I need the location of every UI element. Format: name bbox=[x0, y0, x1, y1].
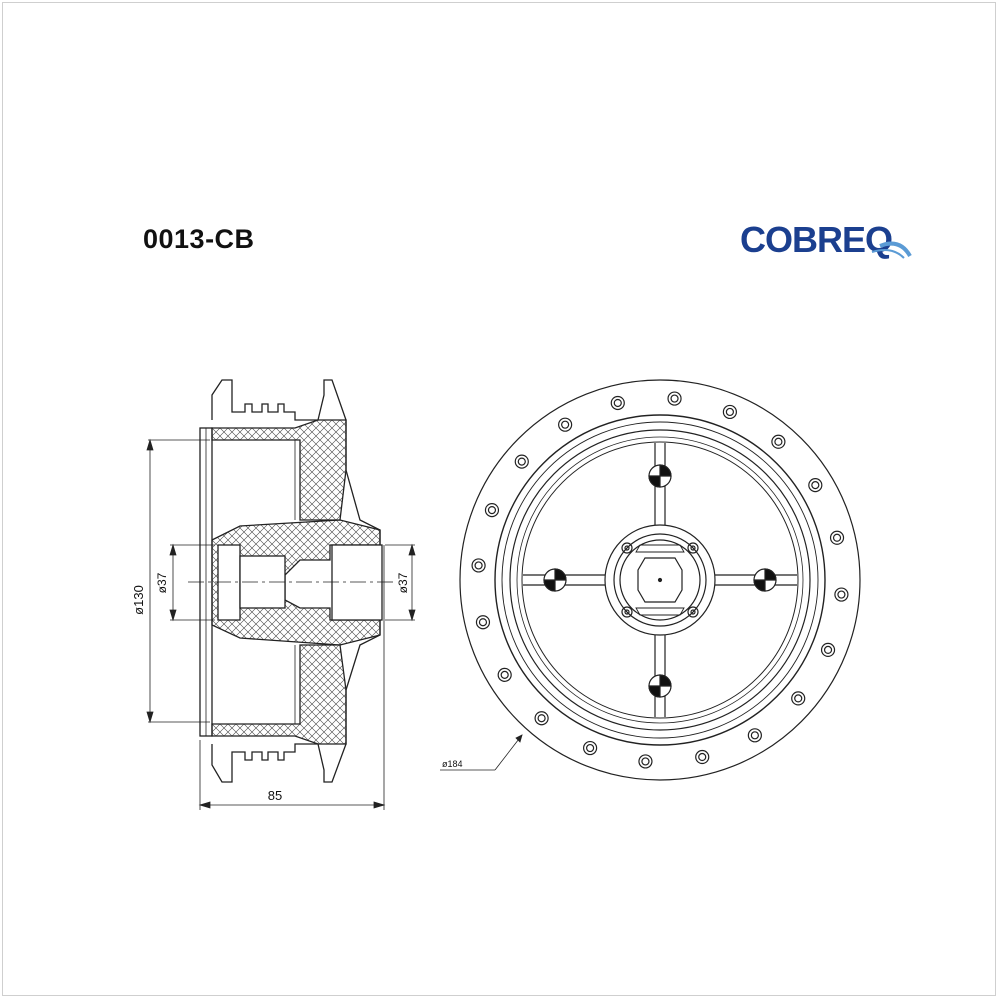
bolt-hole bbox=[583, 740, 598, 756]
center-marks bbox=[543, 464, 777, 698]
dim-bolt-circle: ø184 bbox=[442, 759, 463, 769]
bolt-hole-inner bbox=[613, 398, 622, 408]
bolt-hole-inner bbox=[774, 437, 783, 446]
bolt-hole bbox=[829, 530, 845, 545]
bolt-hole bbox=[834, 587, 849, 602]
bolt-hole-inner bbox=[750, 731, 759, 740]
bolt-hole-inner bbox=[670, 394, 679, 403]
brand-logo: COBREQ bbox=[740, 219, 893, 260]
dimension-lines bbox=[146, 438, 523, 810]
bolt-hole bbox=[471, 558, 486, 573]
bolt-hole-inner bbox=[561, 420, 570, 429]
dim-width: 85 bbox=[268, 788, 282, 803]
bolt-hole-inner bbox=[487, 506, 497, 515]
bolt-hole bbox=[820, 642, 836, 657]
hub-hex-bore bbox=[637, 557, 683, 603]
logo-swoosh-icon bbox=[871, 241, 912, 259]
bolt-hole-inner bbox=[517, 457, 526, 466]
part-code-label: 0013-CB bbox=[143, 224, 255, 254]
right-bearing-bore bbox=[331, 544, 383, 621]
bolt-hole-inner bbox=[698, 752, 707, 762]
lower-profile bbox=[211, 620, 381, 783]
flange-bolt-holes bbox=[471, 391, 849, 769]
section-view bbox=[188, 379, 395, 783]
bolt-hole-inner bbox=[537, 714, 546, 723]
bolt-hole bbox=[534, 711, 549, 726]
bolt-hole bbox=[667, 391, 682, 406]
bolt-hole bbox=[497, 667, 512, 682]
lower-rim-section bbox=[211, 644, 347, 745]
dim-bore-right: ø37 bbox=[396, 572, 410, 593]
bolt-hole-inner bbox=[811, 481, 820, 490]
bolt-hole bbox=[722, 404, 737, 420]
bolt-hole-inner bbox=[478, 618, 488, 627]
bolt-hole bbox=[484, 503, 500, 518]
bolt-hole bbox=[771, 434, 786, 449]
bolt-hole bbox=[791, 691, 806, 706]
bolt-hole-inner bbox=[832, 533, 842, 542]
bolt-hole bbox=[558, 417, 573, 432]
upper-rim-section bbox=[211, 419, 347, 521]
bolt-hole bbox=[475, 615, 491, 630]
left-bearing-bore bbox=[217, 544, 241, 621]
bolt-hole bbox=[638, 754, 653, 769]
front-view bbox=[459, 379, 861, 781]
dim-bore-left: ø37 bbox=[155, 572, 169, 593]
bolt-hole bbox=[610, 395, 625, 411]
bolt-hole-inner bbox=[725, 407, 734, 417]
bolt-hole-inner bbox=[586, 743, 595, 753]
bolt-hole bbox=[514, 454, 529, 469]
bolt-hole-inner bbox=[474, 561, 483, 570]
outer-flange-circle bbox=[459, 379, 861, 781]
bolt-hole bbox=[808, 478, 823, 493]
bolt-hole-inner bbox=[794, 694, 803, 703]
bolt-hole-inner bbox=[823, 645, 833, 654]
bolt-hole-inner bbox=[641, 757, 650, 766]
bolt-hole bbox=[747, 728, 762, 743]
bolt-hole-inner bbox=[500, 670, 509, 679]
hub-bolt-holes bbox=[621, 542, 699, 618]
bolt-hole bbox=[695, 749, 710, 765]
bolt-hole-inner bbox=[837, 590, 846, 599]
upper-profile bbox=[211, 379, 381, 545]
dim-outer-diameter: ø130 bbox=[131, 585, 146, 615]
